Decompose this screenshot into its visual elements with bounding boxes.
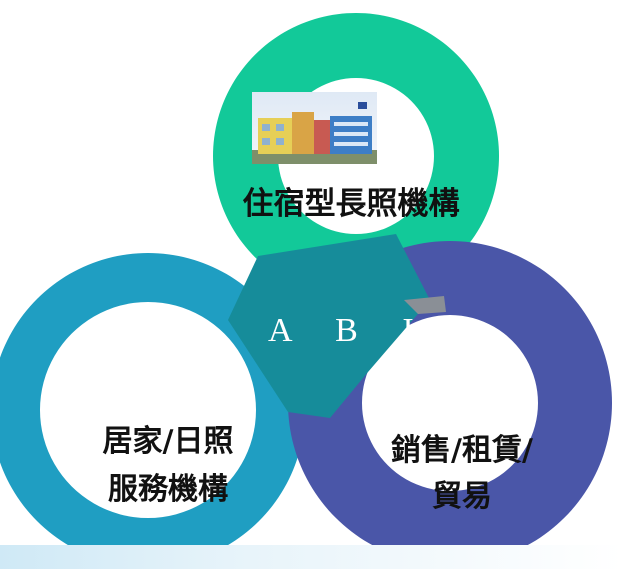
label-left: 居家/日照 服務機構 — [78, 418, 258, 514]
label-right-line-2: 貿易 — [432, 479, 492, 514]
label-right: 銷售/租賃/ 貿易 — [362, 428, 562, 520]
grey-accent — [404, 296, 446, 314]
center-overlap — [228, 234, 430, 418]
ring-top — [213, 13, 500, 299]
label-right-line-1: 銷售/租賃/ — [391, 433, 533, 468]
building-photo — [252, 92, 377, 164]
label-left-line-2: 服務機構 — [108, 472, 228, 507]
label-left-line-1: 居家/日照 — [102, 424, 234, 459]
label-top: 住宿型長照機構 — [220, 184, 482, 224]
label-top-line-1: 住宿型長照機構 — [242, 186, 460, 222]
bottom-band — [0, 545, 623, 569]
ring-left — [0, 253, 305, 567]
center-label: A B I — [268, 312, 432, 349]
